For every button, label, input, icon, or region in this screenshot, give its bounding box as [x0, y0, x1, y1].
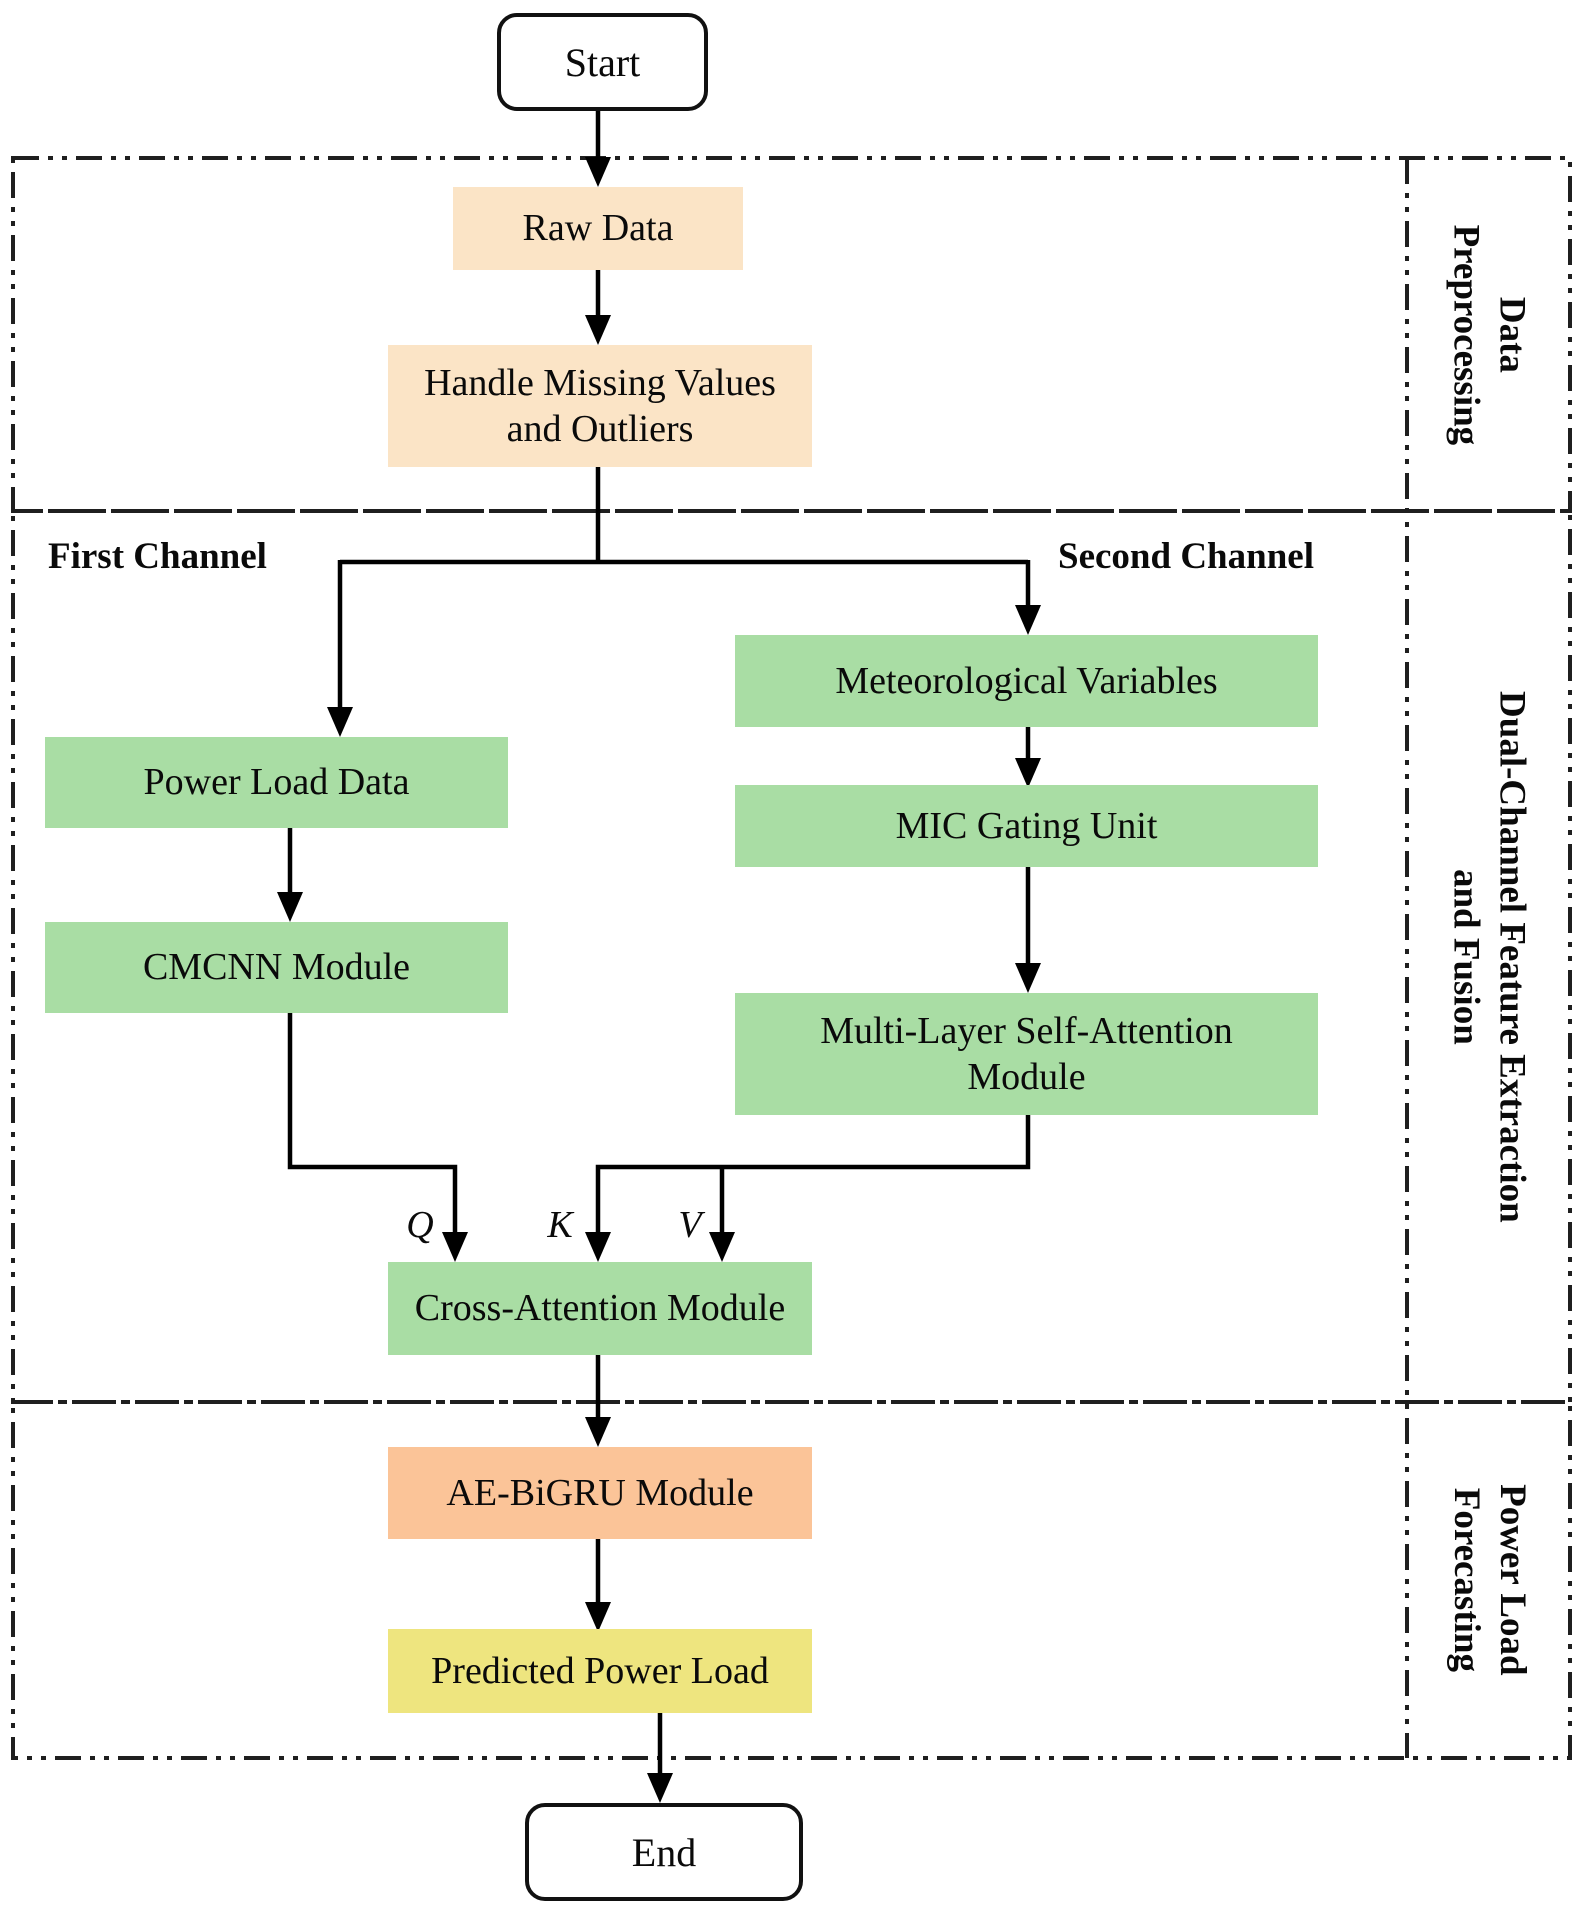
node-multilayer-self-attention: Multi-Layer Self-Attention Module	[735, 993, 1318, 1115]
end-node: End	[525, 1803, 803, 1901]
section-label-dual-channel: Dual-Channel Feature Extraction and Fusi…	[1445, 690, 1533, 1223]
node-cross-attention: Cross-Attention Module	[388, 1262, 812, 1355]
section-borders	[11, 156, 1572, 1760]
section-forecasting-border	[11, 1400, 1572, 1760]
node-power-load-data: Power Load Data	[45, 737, 508, 828]
edge-label-q: Q	[406, 1204, 434, 1246]
arrowheads	[277, 157, 1041, 1803]
node-ae-bigru: AE-BiGRU Module	[388, 1447, 812, 1539]
section-preprocessing-border	[11, 156, 1572, 513]
node-cmcnn-module: CMCNN Module	[45, 922, 508, 1013]
end-label: End	[631, 1829, 697, 1875]
node-predicted-power-load: Predicted Power Load	[388, 1629, 812, 1713]
flow-edges	[287, 103, 1031, 1774]
node-raw-data: Raw Data	[453, 187, 743, 270]
node-mic-gating-unit: MIC Gating Unit	[735, 785, 1318, 867]
section-label-power-load-forecasting: Power Load Forecasting	[1445, 1484, 1533, 1676]
start-node: Start	[497, 13, 708, 111]
edge-label-v: V	[678, 1204, 702, 1246]
first-channel-label: First Channel	[48, 536, 267, 577]
edge-label-k: K	[547, 1204, 573, 1246]
node-meteorological-variables: Meteorological Variables	[735, 635, 1318, 727]
second-channel-label: Second Channel	[1058, 536, 1314, 577]
node-handle-missing-values: Handle Missing Values and Outliers	[388, 345, 812, 467]
start-label: Start	[564, 39, 641, 85]
section-label-data-preprocessing: Data Preprocessing	[1445, 224, 1533, 445]
